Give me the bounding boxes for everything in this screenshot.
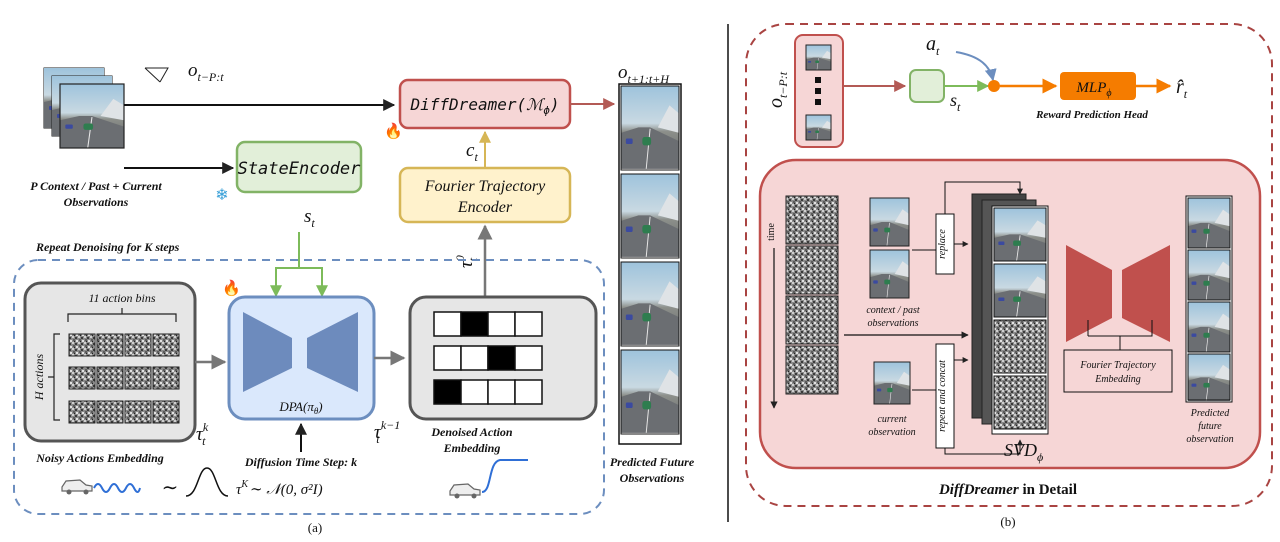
diffusion-step-label: Diffusion Time Step: k: [244, 455, 357, 469]
denoised-cell: [514, 345, 543, 371]
obs-label: ot−P:t: [188, 60, 224, 84]
denoised-cell: [487, 379, 516, 405]
arrow-action: [955, 51, 997, 82]
noisy-caption: Noisy Actions Embedding: [35, 451, 164, 465]
context-past-line2: observations: [867, 318, 918, 329]
context-observation-stack: [43, 67, 169, 149]
context-caption-line2: Observations: [64, 195, 129, 209]
replace-label: replace: [937, 229, 948, 259]
panel-b-label: (b): [1000, 514, 1015, 529]
denoised-caption-line2: Embedding: [443, 441, 501, 455]
denoised-caption-line1: Denoised Action: [430, 425, 513, 439]
denoised-grid: [433, 311, 543, 405]
state-encoder-label: StateEncoder: [238, 159, 362, 179]
reward-head-label: Reward Prediction Head: [1035, 109, 1148, 121]
panel-a: ot−P:t P Context / Past + Current Observ…: [13, 60, 695, 535]
svd-encoder-shape: [1066, 245, 1112, 342]
unet-condition-lines: [1087, 320, 1153, 350]
fourier-embedding-line1: Fourier Trajectory: [1079, 360, 1156, 371]
noisy-car-icon: [61, 479, 93, 495]
mlp-label: MLPϕ: [1075, 80, 1111, 99]
snowflake-icon: ❄: [215, 187, 228, 204]
tilde: ∼: [162, 477, 179, 499]
at-label: at: [926, 33, 940, 58]
unet-decoder-shape: [307, 312, 358, 392]
denoised-cell: [460, 345, 489, 371]
detail-title: DiffDreamer in Detail: [938, 482, 1077, 498]
panel-a-label: (a): [308, 520, 322, 535]
panel-b: ot−P:t st at MLPϕ r̂t Reward Prediction …: [745, 23, 1273, 529]
future-frames: [618, 83, 682, 445]
reward-label: r̂t: [1176, 76, 1188, 101]
svd-input-stack: [971, 193, 1049, 435]
detail-region: [745, 23, 1273, 507]
diffdreamer-label: DiffDreamer(ℳϕ): [410, 95, 560, 117]
denoised-cell: [514, 311, 543, 337]
denoised-car-icon: [449, 483, 481, 499]
fourier-encoder-box: [398, 166, 572, 224]
unet-encoder-shape: [243, 312, 292, 392]
pred-line2: future: [1198, 421, 1222, 432]
fire-icon: 🔥: [384, 122, 403, 140]
current-obs-line1: current: [877, 414, 906, 425]
denoised-cell: [514, 379, 543, 405]
pred-line1: Predicted: [1190, 408, 1231, 419]
st-arrow-right: [299, 267, 328, 298]
right-state-box: [909, 69, 945, 103]
arrow-concat-bottom: [944, 439, 1023, 455]
action-bins-label: 11 action bins: [88, 291, 155, 305]
mlp-box: [1060, 72, 1136, 100]
denoised-cell: [433, 311, 462, 337]
svd-label: SVDϕ: [1004, 440, 1043, 464]
denoised-cell: [433, 345, 462, 371]
repeat-concat-label: repeat and concat: [937, 360, 948, 432]
st-label: st: [304, 206, 315, 230]
current-obs-line2: observation: [868, 427, 915, 438]
predicted-future-line1: Predicted Future: [610, 455, 695, 469]
repeat-denoising-label: Repeat Denoising for K steps: [35, 240, 180, 254]
st-arrow-left: [270, 232, 300, 298]
predicted-future-line2: Observations: [620, 471, 685, 485]
right-obs-label: ot−P:t: [765, 71, 790, 108]
ct-label: ct: [466, 140, 478, 164]
denoised-cell: [433, 379, 462, 405]
denoised-cell: [460, 311, 489, 337]
future-obs-label: ot+1:t+H: [618, 62, 670, 86]
noise-frames: [785, 195, 839, 395]
state-encoder-box: [235, 140, 363, 194]
tau0-label: τ0t: [453, 255, 480, 268]
fourier-encoder-line2: Encoder: [457, 199, 513, 216]
noisy-grid: [68, 333, 180, 424]
fourier-embedding-box: [1063, 349, 1173, 393]
fourier-encoder-line1: Fourier Trajectory: [424, 178, 546, 195]
right-st-label: st: [950, 90, 961, 114]
h-actions-label: H actions: [32, 354, 46, 402]
repeat-denoising-region: [13, 259, 605, 515]
denoised-cell: [487, 311, 516, 337]
pred-line3: observation: [1186, 434, 1233, 445]
noisy-trajectory-icon: [93, 483, 141, 493]
dpa-label: DPA(πθ): [278, 399, 322, 416]
gaussian-curve-icon: [185, 467, 229, 497]
fourier-embedding-line2: Embedding: [1094, 374, 1141, 385]
smooth-trajectory-icon: [481, 459, 528, 493]
predicted-future-frames: [1185, 195, 1233, 403]
context-caption-line1: P Context / Past + Current: [30, 179, 162, 193]
denoised-cell: [460, 379, 489, 405]
merge-node: [988, 80, 1000, 92]
denoised-cell: [487, 345, 516, 371]
time-label: time: [766, 223, 777, 241]
fire-icon-dpa: 🔥: [222, 279, 241, 297]
noise-distribution: τK∼ 𝒩(0, σ²I): [236, 479, 323, 498]
context-past-line1: context / past: [866, 305, 920, 316]
svd-decoder-shape: [1122, 245, 1170, 342]
arrow-replace-top: [944, 181, 1023, 214]
